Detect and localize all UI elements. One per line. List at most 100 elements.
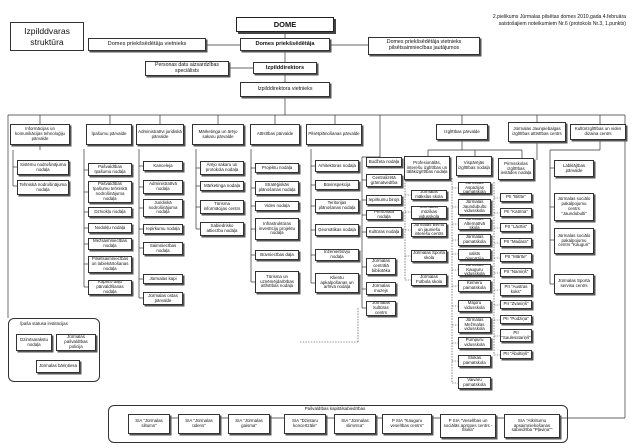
admin-item-2: Administratīvā nodaļa [143, 180, 183, 194]
culture-centre: Kultūrizglītības un vides dizaina centrs [570, 124, 626, 140]
admin-item-7: Jūrmalas ostas pārvalde [143, 292, 183, 305]
property-item-6: Pilsētsaimniecības un labiekārtošanas no… [88, 256, 132, 273]
company-item-2: SIA "Jūrmalas ūdens" [178, 414, 220, 434]
company-item-3: SIA "Jūrmalas gaisma" [228, 414, 270, 434]
companies-title: Pašvaldības kapitālsabiedrības [304, 406, 366, 411]
school-item-11: Slokas pamatskola [458, 355, 491, 367]
finance-item-3: Iepirkumu birojs [366, 195, 402, 205]
marketing-item-4: Sabiedrisko attiecību nodaļa [200, 222, 244, 236]
property-item-3: Dzīvokļu nodaļa [88, 207, 132, 217]
preschool-item-3: PII "Lācītis" [500, 223, 532, 232]
deputy-right-box: Domes priekšsēdētāja vietnieks pilsētsai… [368, 37, 480, 55]
company-item-7: P SIA "Veselības un sociālās aprūpes cen… [440, 414, 496, 438]
welfare-item-1: Labklājības pārvalde [554, 160, 594, 177]
education-department: Izglītības pārvalde [436, 124, 488, 140]
special-status-title: Īpaša statusa institūcijas [20, 321, 68, 326]
chair-box: Domes priekšsēdētāja [240, 38, 330, 51]
admin-item-3: Juridiskā nodrošinājuma nodaļa [143, 199, 183, 217]
school-item-12: Vaivaru pamatskola [458, 377, 491, 389]
it-item-1: Sistēmu nodrošinājuma nodaļa [17, 160, 69, 175]
development-item-1: Projektu nodaļa [255, 163, 299, 173]
preschool-item-7: PII "Austras koks" [500, 283, 532, 296]
youth-centre: Jūrmalas Jaunpiebalgas izglītības attīst… [508, 122, 566, 142]
development-item-3: Vides nodaļa [255, 201, 299, 211]
urban-item-1: Arhitektūras nodaļa [315, 160, 359, 172]
prof-item-2: Jūrmalas mūzikas vidusskola [411, 206, 447, 219]
company-item-1: SIA "Jūrmalas siltums" [128, 414, 170, 434]
company-item-5: SIA "Jūrmalas slimnīca" [334, 414, 376, 434]
prof-item-1: Jūrmalas mākslas skola [411, 190, 447, 200]
company-item-6: P SIA "Kauguru veselības centrs" [382, 414, 432, 434]
welfare-item-4: Jūrmalas Sporta servisa centrs [554, 274, 594, 294]
deputy-left-box: Domes priekšsēdētāja vietnieks [88, 38, 206, 51]
finance-item-2: Centralizētā grāmatvedība [366, 174, 402, 187]
admin-item-5: Saimniecības nodaļa [143, 242, 183, 255]
admin-item-6: Jūrmalas kapi [143, 274, 183, 284]
special-item-2: Jūrmalas pašvaldības policija [56, 334, 96, 351]
finance-item-4: Personāla nodaļa [366, 210, 402, 220]
dome-box: DOME [236, 17, 334, 32]
it-item-2: Tehniskā nodrošinājuma nodaļa [17, 180, 69, 195]
finance-item-5: Kultūras nodaļa [366, 227, 402, 237]
school-item-3: Jūrmalas Alternatīvā skola [458, 218, 491, 230]
preschool-item-5: PII "Mārīte" [500, 253, 532, 262]
finance-item-1: Budžeta nodaļa [366, 157, 402, 167]
marketing-item-3: Tūrisma informācijas centrs [200, 200, 244, 214]
marketing-department: Mārketinga un ārējo sakaru pārvalde [192, 124, 244, 145]
welfare-item-3: Jūrmalas sociālo pakalpojumu centrs "Kau… [554, 228, 594, 254]
admin-item-1: Kanceleja [143, 161, 183, 171]
school-item-8: Majoru vidusskola [458, 300, 491, 312]
urban-item-2: Būvinspekcija [315, 180, 359, 190]
urban-item-3: Teritorijas plānošanas nodaļa [315, 199, 359, 213]
preschool-item-2: PII "Katrīna" [500, 208, 532, 217]
preschool-item-6: PII "Namiņš" [500, 268, 532, 277]
data-protection-box: Personas datu aizsardzības speciālists [145, 61, 229, 76]
property-department: Īpašumu pārvalde [86, 124, 132, 145]
education-general-unit: Vispārējās izglītības nodaļa [456, 156, 492, 176]
preschool-item-9: PII "Podziņa" [500, 315, 532, 324]
school-item-6: Jūrmalas Kauguru vidusskola [458, 264, 491, 276]
special-item-1: Dzimtsarakstu nodaļa [16, 334, 52, 351]
library-item-2: Jūrmalas muzejs [366, 282, 396, 295]
urban-item-4: Ģeomātikas nodaļa [315, 224, 359, 236]
marketing-item-2: Mārketinga nodaļa [200, 181, 244, 191]
school-item-5: Jūrmalas valsts ģimnāzija [458, 249, 491, 260]
prof-item-4: Jūrmalas Sporta skola [411, 250, 447, 262]
school-item-9: Jūrmalas Mežmalas vidusskola [458, 317, 491, 333]
urban-item-5: Inženierbūvju nodaļa [315, 249, 359, 261]
library-item-1: Jūrmalas centrālā bibliotēka [366, 258, 396, 275]
preschool-item-10: PII "Saulesstariņš" [500, 329, 532, 342]
preschool-item-8: PII "Zvaniņš" [500, 300, 532, 309]
document-note: 2.pielikums Jūrmalas pilsētas domes 2010… [492, 14, 626, 27]
company-item-8: SIA "Atkritumu apsaimniekošanas sabiedrī… [504, 414, 560, 438]
education-prof-unit: Profesionālās, interešu izglītības un tā… [404, 156, 450, 180]
marketing-item-1: Ārējo sakaru un protokola nodaļa [200, 161, 244, 175]
director-box: Izpilddirektors [253, 62, 317, 74]
preschool-item-11: PII "Āboltiņš" [500, 350, 532, 359]
property-item-2: Pašvaldības īpašumu tehniskā nodrošināju… [88, 181, 132, 203]
school-item-4: Jūrmalas pamatskola [458, 234, 491, 246]
preschool-item-4: PII "Madara" [500, 238, 532, 247]
urban-item-6: Klientu apkalpošanas un arhīva nodaļa [315, 273, 359, 293]
deputy-director-box: Izpilddirektora vietnieks [240, 82, 330, 97]
education-preschool-unit: Pirmsskolas izglītības iestādes nodaļa [498, 158, 534, 180]
school-item-7: Kemeru pamatskola [458, 280, 491, 292]
property-item-4: Nodokļu nodaļa [88, 223, 132, 233]
property-item-7: Kapličo daļu pārvaldīšanas nodaļa [88, 280, 132, 295]
preschool-item-1: PII "Bitīte" [500, 193, 532, 202]
property-item-1: Pašvaldības īpašumu nodaļa [88, 163, 132, 176]
development-item-5: Būvniecības daļa [255, 250, 299, 260]
prof-item-3: Jūrmalas Bērnu un jauniešu interešu cent… [411, 223, 447, 237]
special-status-panel [8, 318, 100, 382]
welfare-item-2: Jūrmalas sociālo pakalpojumu centrs "Jau… [554, 193, 594, 221]
urban-planning-department: Pilsētplānošanas pārvalde [306, 124, 362, 145]
development-item-6: Tūrisma un uzņēmējdarbības attīstības no… [255, 271, 299, 293]
admin-item-4: Iepirkumu nodaļa [143, 224, 183, 234]
it-department: Informācijas un komunikācijas tehnoloģij… [10, 124, 70, 145]
school-item-10: Pumpuru vidusskola [458, 337, 491, 349]
school-item-2: Jūrmalas Jaundubultu vidusskola [458, 199, 491, 215]
company-item-4: SIA "Dzintaru koncertzāle" [284, 414, 326, 434]
development-item-2: Stratēģiskās plānošanas nodaļa [255, 181, 299, 195]
page-title: Izpilddvaras struktūra [10, 22, 84, 51]
